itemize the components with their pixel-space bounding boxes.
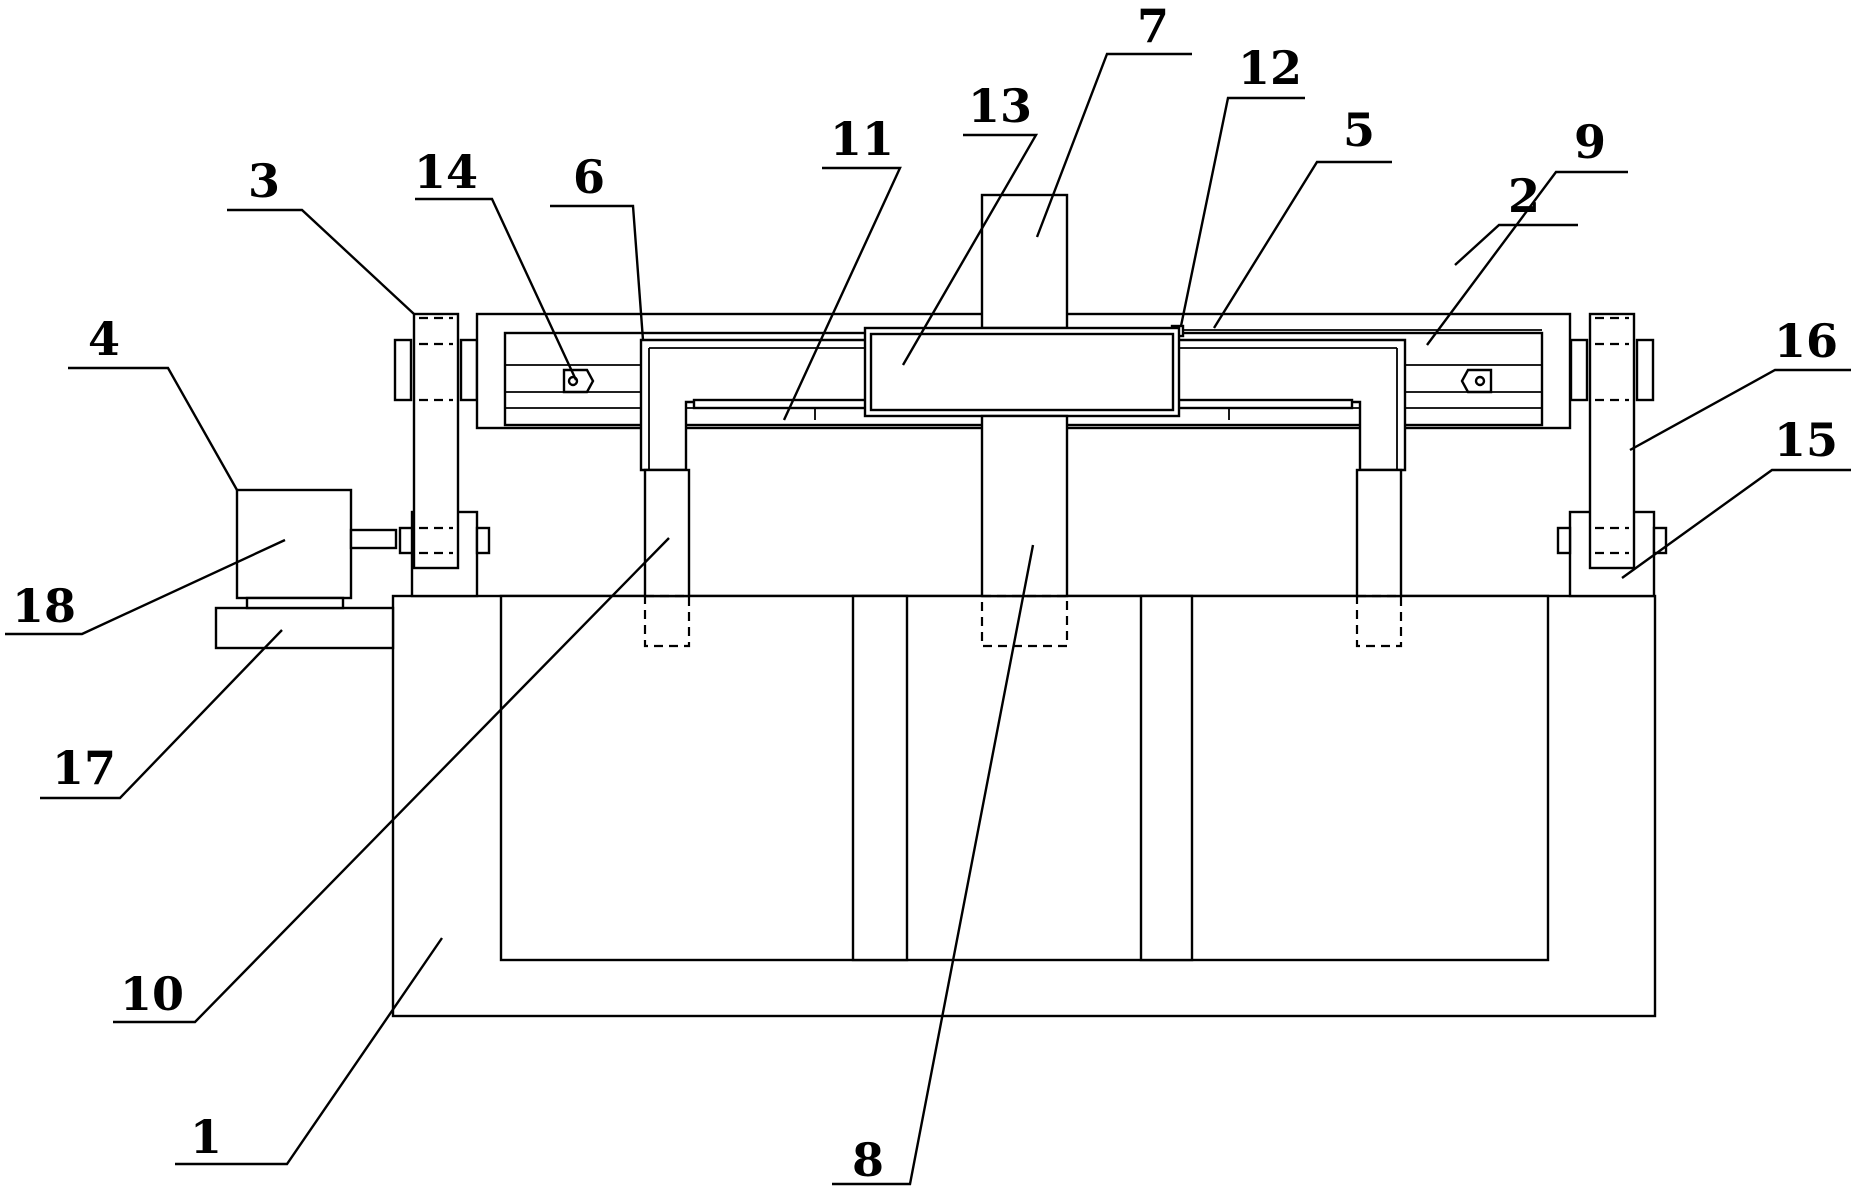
left-support (393, 312, 491, 598)
label-12: 12 (1238, 41, 1302, 95)
label-3: 3 (248, 154, 280, 208)
legs (643, 468, 1403, 648)
label-8: 8 (852, 1133, 884, 1187)
label-10: 10 (120, 967, 184, 1021)
label-2: 2 (1508, 169, 1540, 223)
motor-assembly (214, 488, 398, 650)
leader-lines (5, 52, 1851, 1186)
label-5: 5 (1343, 103, 1375, 157)
label-7: 7 (1137, 0, 1169, 53)
label-13: 13 (968, 79, 1032, 133)
label-1: 1 (190, 1110, 222, 1164)
label-17: 17 (52, 741, 116, 795)
labels: 1 2 3 4 5 6 7 8 9 10 11 12 13 14 15 16 1… (12, 0, 1838, 1187)
pins (562, 368, 1493, 394)
right-support (1556, 312, 1668, 598)
base-tank (391, 594, 1657, 1018)
central-assembly (863, 193, 1181, 648)
label-16: 16 (1774, 314, 1838, 368)
label-6: 6 (573, 150, 605, 204)
label-11: 11 (830, 112, 894, 166)
label-18: 18 (12, 579, 76, 633)
label-14: 14 (414, 145, 478, 199)
label-4: 4 (88, 312, 120, 366)
label-15: 15 (1774, 413, 1838, 467)
label-9: 9 (1574, 115, 1606, 169)
